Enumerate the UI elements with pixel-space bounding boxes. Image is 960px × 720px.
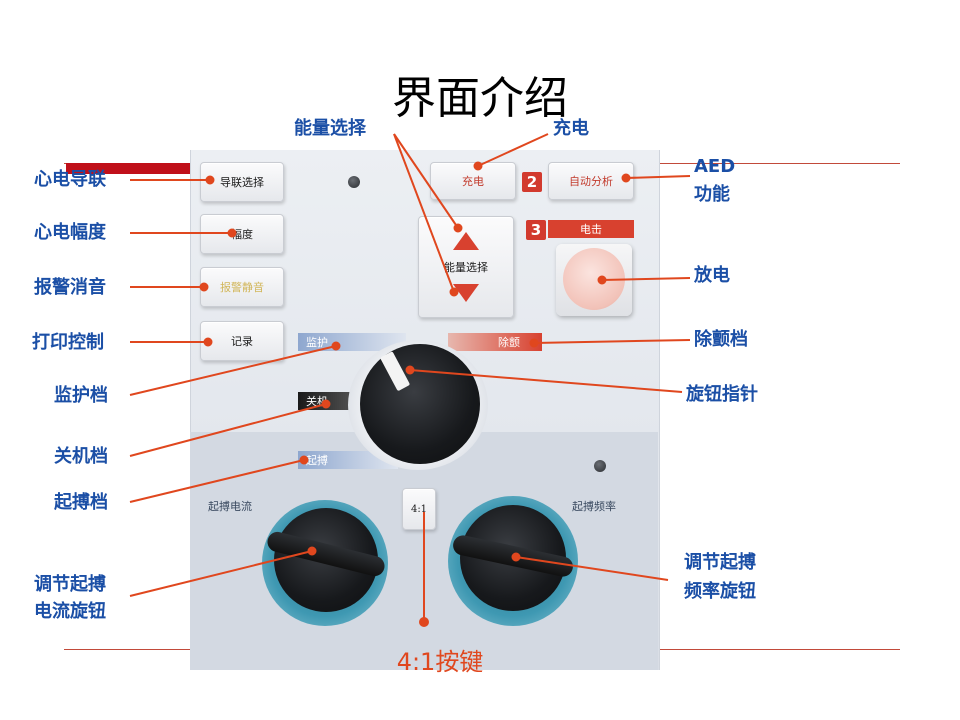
four-to-one-label: 4:1: [410, 503, 428, 515]
energy-select-label: 能量选择: [444, 261, 488, 274]
annotation-monitor-position: 监护档: [54, 385, 108, 406]
annotation-print-control: 打印控制: [32, 332, 104, 353]
annotation-pacing-current-knob-2: 电流旋钮: [34, 601, 106, 622]
four-to-one-button[interactable]: 4:1: [402, 488, 436, 530]
annotation-ecg-amplitude: 心电幅度: [34, 222, 106, 243]
slide-title: 界面介绍: [392, 73, 568, 124]
lead-select-label: 导联选择: [220, 176, 264, 189]
annotation-off-position: 关机档: [54, 446, 108, 467]
annotation-knob-pointer: 旋钮指针: [686, 384, 758, 405]
annotation-pacing-position: 起搏档: [54, 492, 108, 513]
charge-label: 充电: [462, 175, 484, 188]
amplitude-label: 幅度: [231, 228, 253, 241]
annotation-pacing-rate-knob-2: 频率旋钮: [684, 581, 756, 602]
annotation-discharge: 放电: [694, 265, 730, 286]
alarm-silence-label: 报警静音: [220, 281, 264, 294]
annotation-charge: 充电: [553, 118, 589, 139]
status-led-icon: [348, 176, 360, 188]
record-label: 记录: [231, 335, 253, 348]
annotation-defib-position: 除颤档: [694, 329, 748, 350]
annotation-pacing-current-knob-1: 调节起搏: [34, 574, 106, 595]
top-rule-right: [658, 163, 900, 164]
auto-analyze-button[interactable]: 自动分析: [548, 162, 634, 200]
energy-down-icon[interactable]: [452, 283, 480, 303]
energy-select-button[interactable]: 能量选择: [418, 216, 514, 318]
four-to-one-key-label: 4:1按键: [396, 648, 484, 676]
pacing-rate-label: 起搏频率: [572, 500, 616, 513]
annotation-ecg-lead: 心电导联: [34, 169, 106, 190]
auto-analyze-label: 自动分析: [569, 175, 613, 188]
shock-button-face[interactable]: [563, 248, 625, 310]
pacing-led-icon: [594, 460, 606, 472]
red-accent-bar: [66, 163, 190, 174]
annotation-energy-select: 能量选择: [294, 118, 366, 139]
annotation-aed-1: AED: [694, 156, 736, 177]
annotation-alarm-silence: 报警消音: [34, 277, 106, 298]
record-button[interactable]: 记录: [200, 321, 284, 361]
charge-button[interactable]: 充电: [430, 162, 516, 200]
alarm-silence-button[interactable]: 报警静音: [200, 267, 284, 307]
annotation-pacing-rate-knob-1: 调节起搏: [684, 552, 756, 573]
step-2-badge: 2: [522, 172, 542, 192]
defib-tag: 除颤: [448, 333, 542, 351]
amplitude-button[interactable]: 幅度: [200, 214, 284, 254]
annotation-aed-2: 功能: [694, 184, 730, 205]
step-3-badge: 3: [526, 220, 546, 240]
bottom-rule-left: [64, 649, 190, 650]
shock-tag: 电击: [548, 220, 634, 238]
pacing-current-label: 起搏电流: [208, 500, 252, 513]
energy-up-icon[interactable]: [452, 231, 480, 251]
lead-select-button[interactable]: 导联选择: [200, 162, 284, 202]
bottom-rule-right: [658, 649, 900, 650]
mode-selector-knob[interactable]: [360, 344, 480, 464]
